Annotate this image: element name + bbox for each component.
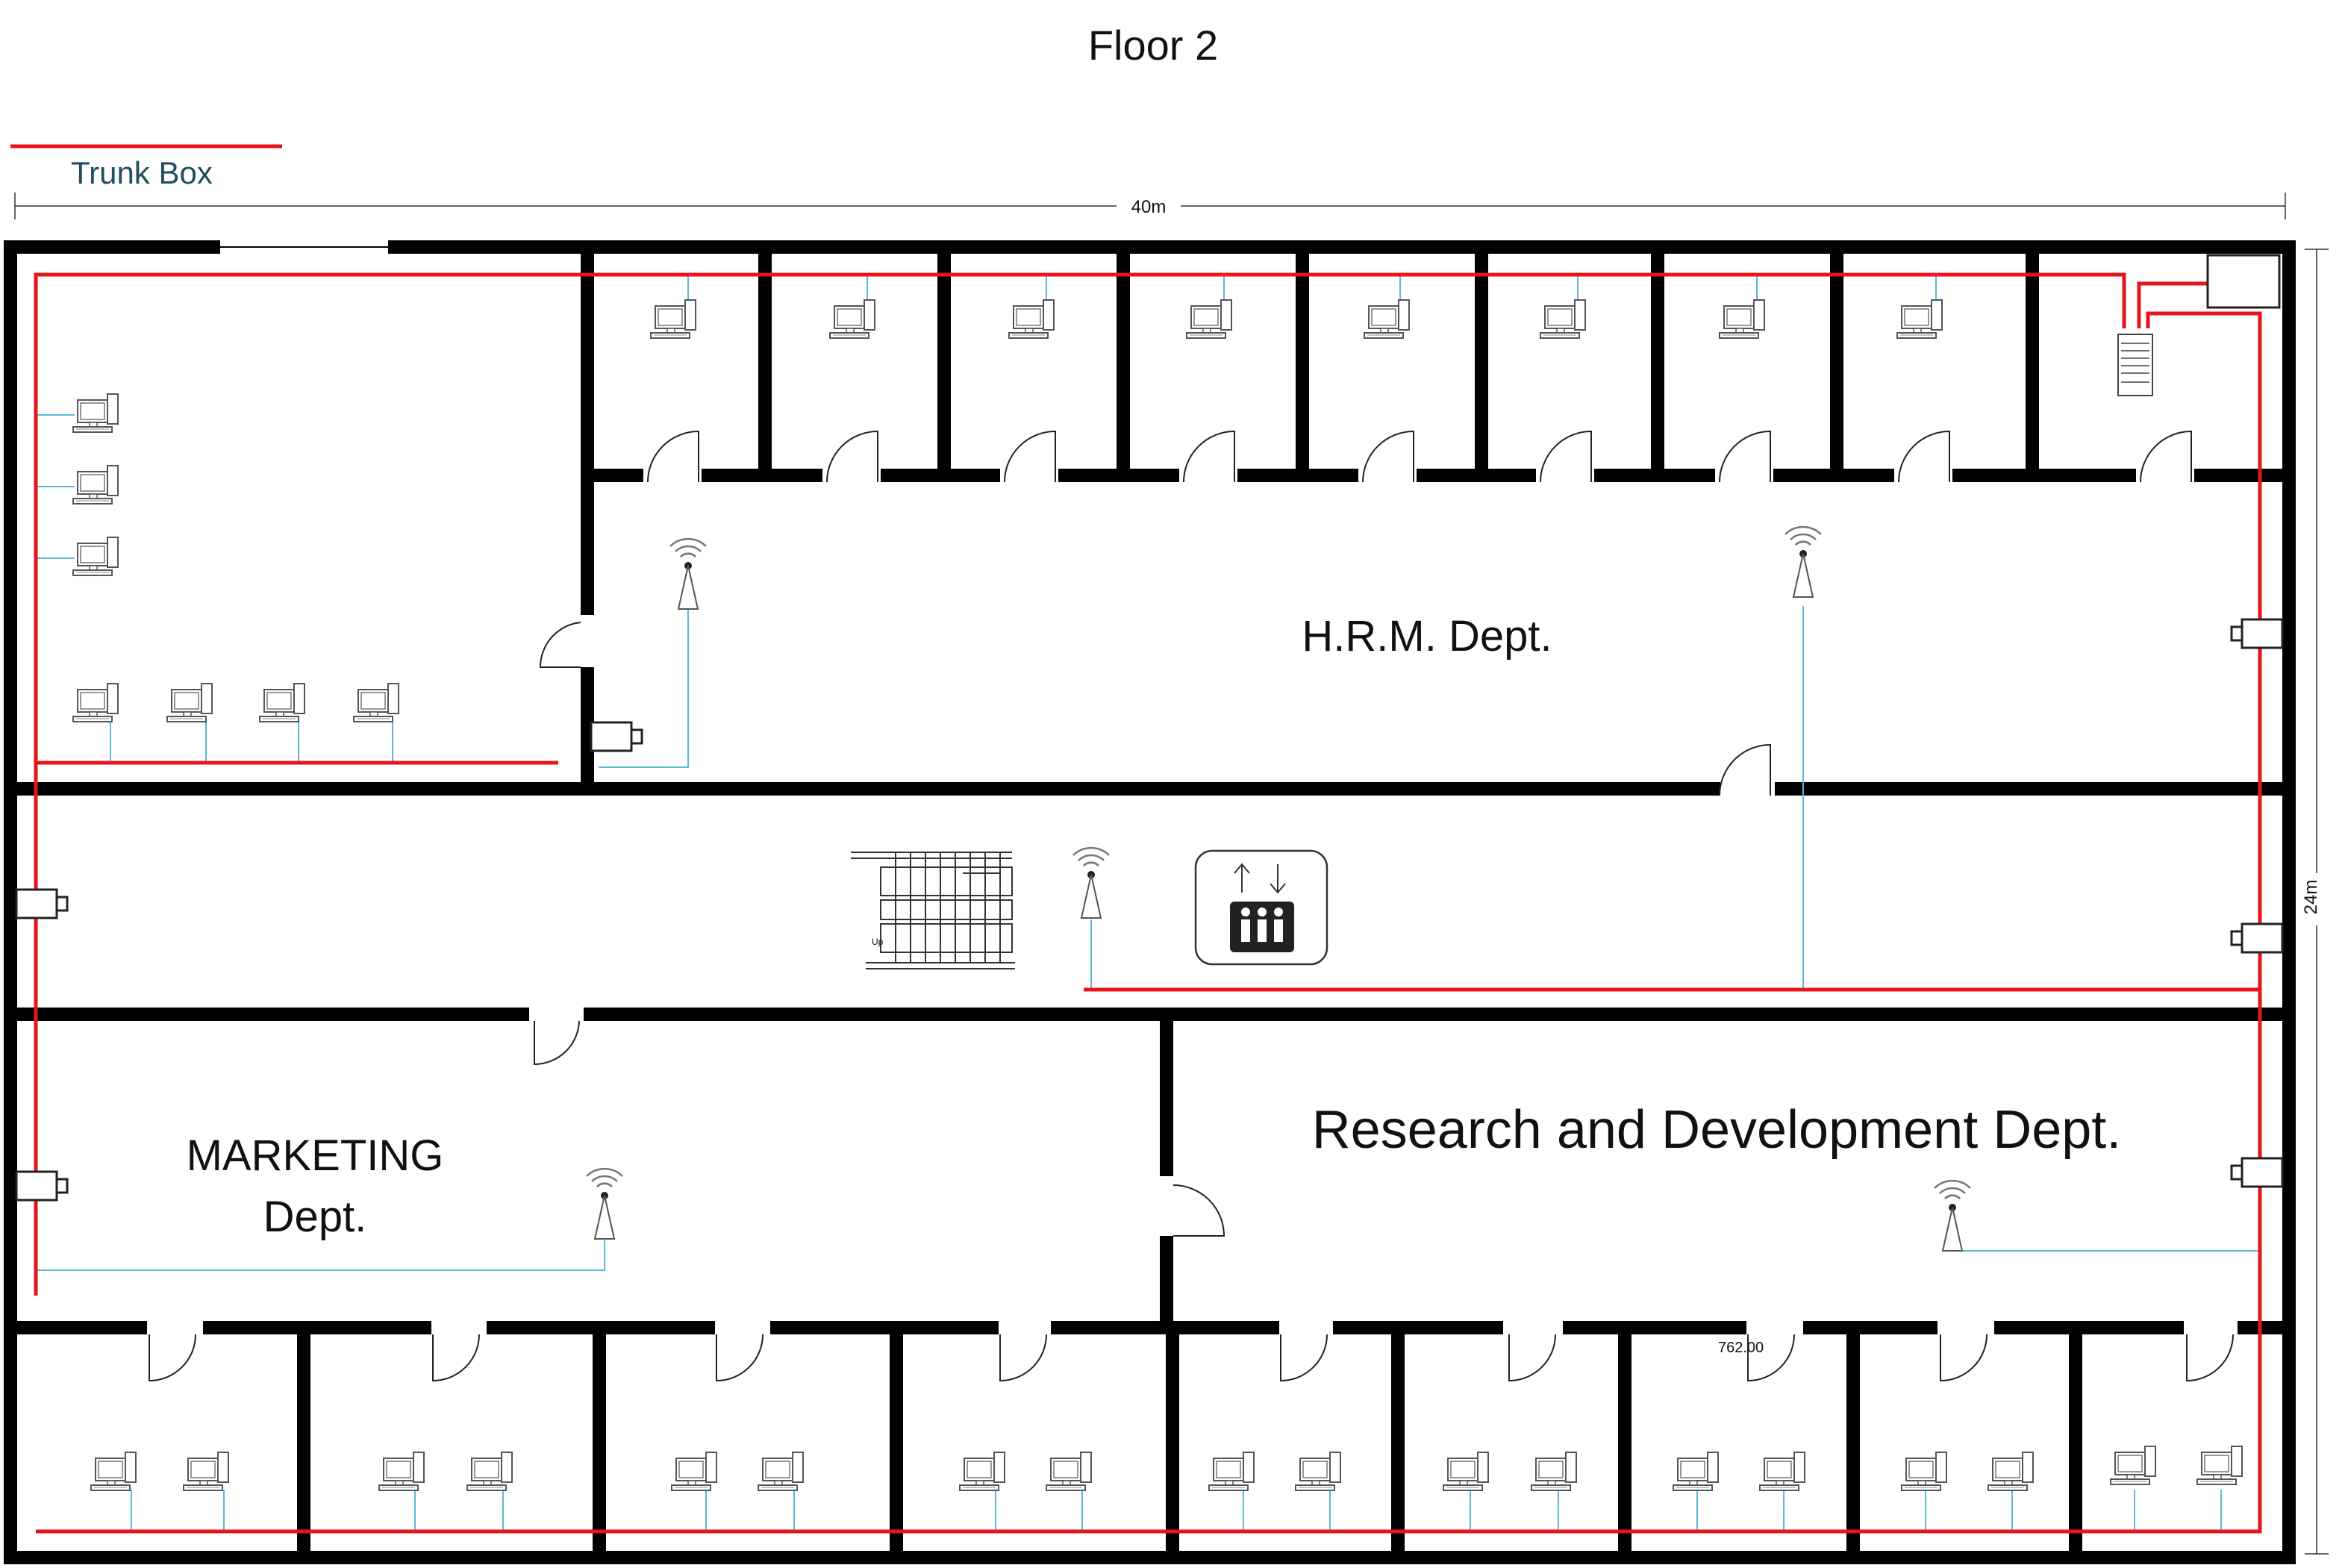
computer-icon	[959, 1452, 1005, 1491]
network-cabling	[36, 273, 2258, 1531]
security-camera-icon	[590, 721, 643, 752]
wifi-antenna-icon	[1784, 525, 1823, 599]
door-swing-icon	[1719, 744, 1771, 796]
wifi-antenna-icon	[669, 537, 708, 610]
computer-icon	[1364, 299, 1410, 339]
room-label-marketing: MARKETING	[187, 1131, 444, 1180]
legend-trunk-label: Trunk Box	[71, 155, 213, 190]
computer-icon	[378, 1452, 425, 1491]
room-label-hrm: H.R.M. Dept.	[1302, 612, 1552, 660]
computer-icon	[72, 537, 119, 576]
wifi-antenna-icon	[585, 1167, 624, 1240]
page-title: Floor 2	[1088, 22, 1218, 69]
security-camera-icon	[2230, 922, 2284, 954]
computer-icon	[1896, 299, 1943, 339]
door-swing-icon	[999, 1334, 1047, 1382]
width-dimension-label: 40m	[1131, 197, 1167, 217]
measurement-label: 762.00	[1718, 1340, 1764, 1356]
network-cabinet	[2206, 254, 2281, 309]
computer-icon	[90, 1452, 137, 1491]
door-swing-icon	[647, 431, 699, 483]
computer-icon	[466, 1452, 513, 1491]
door-swing-icon	[1280, 1334, 1328, 1382]
room-label-marketing-dept: Dept.	[263, 1193, 367, 1241]
computer-icon	[353, 683, 399, 722]
computer-icon	[259, 683, 305, 722]
door-swing-icon	[534, 1020, 580, 1066]
door-swing-icon	[539, 622, 581, 668]
computer-icon	[1186, 299, 1232, 339]
computer-icon	[2196, 1446, 2243, 1485]
computer-icon	[1531, 1452, 1577, 1491]
security-camera-icon	[15, 1170, 69, 1202]
door-swing-icon	[1747, 1334, 1795, 1382]
door-swing-icon	[2186, 1334, 2234, 1382]
computer-icon	[1046, 1452, 1092, 1491]
stair-up-label: Up	[872, 937, 884, 947]
wifi-antenna-icon	[1933, 1179, 1972, 1252]
door-swing-icon	[1183, 431, 1235, 483]
computer-icon	[1759, 1452, 1805, 1491]
height-dimension-label: 24m	[2301, 880, 2321, 915]
computer-icon	[1295, 1452, 1341, 1491]
computer-icon	[166, 683, 213, 722]
door-swing-icon	[1362, 431, 1414, 483]
computer-icon	[1988, 1452, 2034, 1491]
walls	[4, 240, 2296, 1564]
server-rack-icon	[2117, 334, 2153, 396]
computer-icon	[183, 1452, 229, 1491]
door-swing-icon	[149, 1334, 196, 1382]
computer-icon	[1443, 1452, 1489, 1491]
computer-icon	[1208, 1452, 1255, 1491]
computer-icon	[72, 465, 119, 505]
security-camera-icon	[15, 888, 69, 919]
door-swing-icon	[1940, 1334, 1988, 1382]
computer-icon	[650, 299, 696, 339]
door-swing-icon	[1898, 431, 1950, 483]
staircase-icon	[851, 852, 1015, 969]
security-camera-icon	[2230, 618, 2284, 649]
computer-icon	[72, 683, 119, 722]
computer-icon	[1673, 1452, 1719, 1491]
elevator-icon	[1194, 849, 1328, 966]
computer-icon	[829, 299, 875, 339]
trunk-box-lines	[34, 272, 2262, 1534]
doors	[149, 431, 2234, 1382]
door-swing-icon	[1719, 431, 1771, 483]
computer-icon	[1901, 1452, 1947, 1491]
door-swing-icon	[1172, 1184, 1225, 1237]
room-label-rnd: Research and Development Dept.	[1312, 1100, 2122, 1160]
computer-icon	[758, 1452, 804, 1491]
door-swing-icon	[1004, 431, 1056, 483]
door-swing-icon	[2140, 431, 2192, 483]
wifi-antenna-icon	[1072, 846, 1111, 919]
computer-icon	[1008, 299, 1055, 339]
door-swing-icon	[432, 1334, 480, 1382]
computer-icon	[2110, 1446, 2156, 1485]
computer-icon	[72, 393, 119, 433]
computer-icon	[671, 1452, 717, 1491]
computer-icon	[1540, 299, 1586, 339]
door-swing-icon	[826, 431, 878, 483]
computer-icon	[1719, 299, 1765, 339]
door-swing-icon	[1540, 431, 1592, 483]
security-camera-icon	[2230, 1157, 2284, 1188]
door-swing-icon	[716, 1334, 764, 1382]
door-swing-icon	[1508, 1334, 1556, 1382]
